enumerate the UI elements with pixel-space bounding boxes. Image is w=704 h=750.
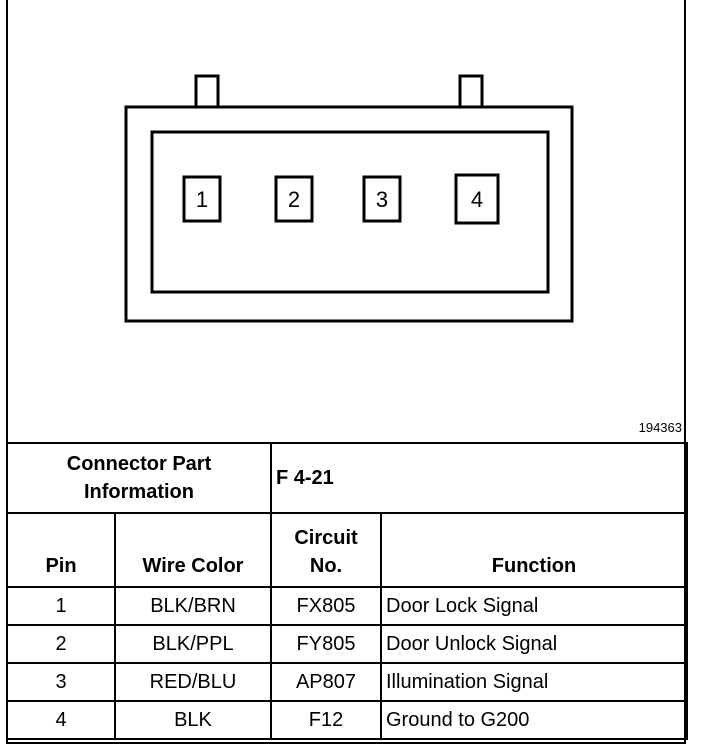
cell-circuit: AP807 [270, 662, 382, 702]
col-header-circuit-line2: No. [309, 555, 343, 577]
cell-wire-color: BLK/PPL [114, 624, 272, 664]
table-row: 3 RED/BLU AP807 Illumination Signal [6, 662, 688, 702]
cell-pin: 4 [6, 700, 116, 740]
cell-pin: 2 [6, 624, 116, 664]
connector-info-table: Connector Part Information F 4-21 Pin Wi… [6, 442, 688, 740]
part-info-label-line2: Information [84, 481, 194, 503]
cell-function: Door Lock Signal [380, 586, 688, 626]
cell-function: Ground to G200 [380, 700, 688, 740]
connector-latch-right [458, 74, 484, 110]
cell-circuit: FY805 [270, 624, 382, 664]
cell-pin: 1 [6, 586, 116, 626]
col-header-pin: Pin [6, 512, 116, 588]
pin-label: 4 [471, 187, 483, 212]
table-row: 4 BLK F12 Ground to G200 [6, 700, 688, 740]
table-row: 2 BLK/PPL FY805 Door Unlock Signal [6, 624, 688, 664]
pin-label: 3 [376, 187, 388, 212]
cell-circuit: F12 [270, 700, 382, 740]
connector-pin-1: 1 [182, 175, 222, 223]
cell-pin: 3 [6, 662, 116, 702]
col-header-circuit-line1: Circuit [294, 527, 358, 549]
part-info-label: Connector Part Information [6, 442, 272, 514]
connector-pin-3: 3 [362, 175, 402, 223]
connector-diagram: 1 2 3 4 [124, 74, 574, 323]
col-header-function: Function [380, 512, 688, 588]
connector-pin-2: 2 [274, 175, 314, 223]
part-info-label-line1: Connector Part [66, 453, 212, 475]
pin-label: 1 [196, 187, 208, 212]
cell-function: Illumination Signal [380, 662, 688, 702]
table-row: 1 BLK/BRN FX805 Door Lock Signal [6, 586, 688, 626]
cell-circuit: FX805 [270, 586, 382, 626]
part-info-row: Connector Part Information F 4-21 [6, 442, 688, 514]
col-header-circuit: Circuit No. [270, 512, 382, 588]
connector-sheet: 1 2 3 4 194363 Connector Part Informatio… [6, 0, 688, 744]
connector-pin-4: 4 [454, 173, 500, 225]
part-info-value: F 4-21 [270, 442, 688, 514]
col-header-wire-color: Wire Color [114, 512, 272, 588]
column-header-row: Pin Wire Color Circuit No. Function [6, 512, 688, 588]
cell-function: Door Unlock Signal [380, 624, 688, 664]
connector-latch-left [194, 74, 220, 110]
cell-wire-color: RED/BLU [114, 662, 272, 702]
cell-wire-color: BLK/BRN [114, 586, 272, 626]
cell-wire-color: BLK [114, 700, 272, 740]
figure-id: 194363 [638, 420, 682, 435]
pin-label: 2 [288, 187, 300, 212]
